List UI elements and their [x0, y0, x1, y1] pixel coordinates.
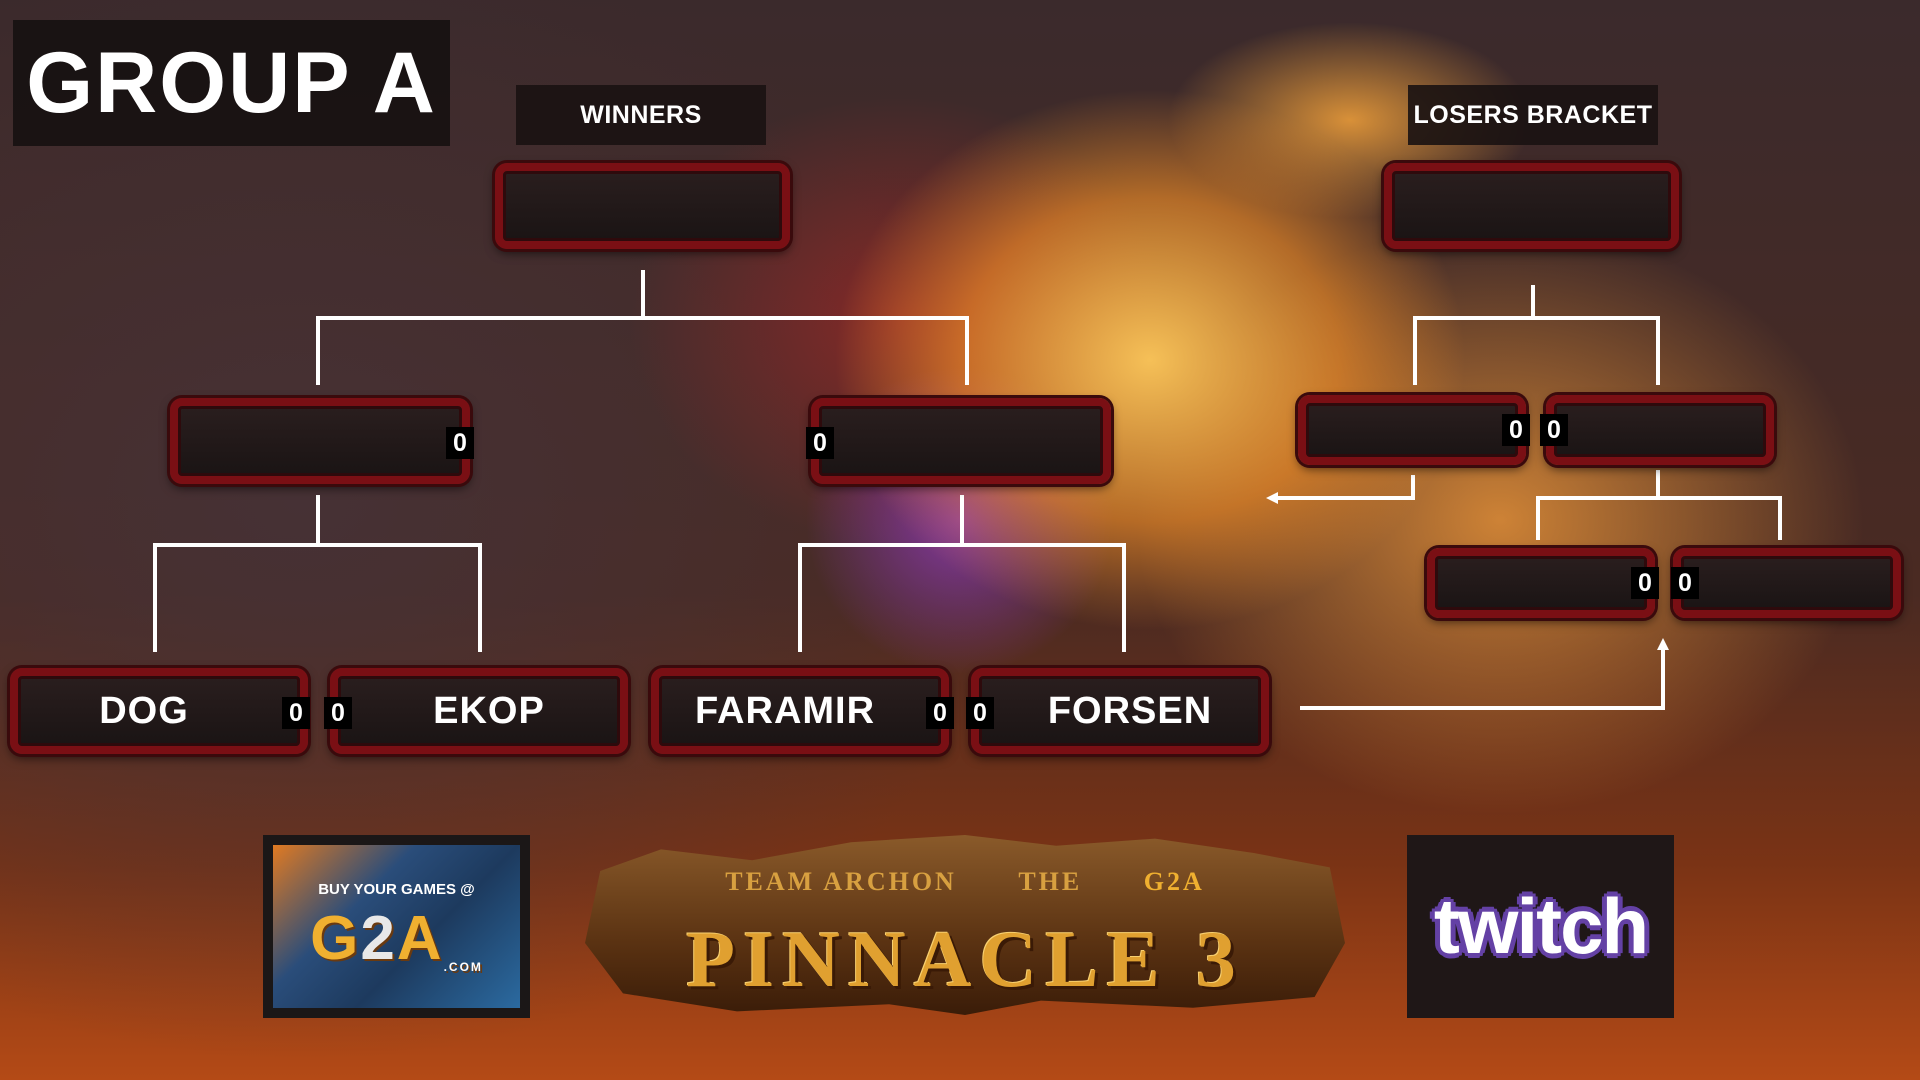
- losers-final-slot: [1384, 163, 1679, 249]
- losers-r1-slot-1: [1298, 395, 1526, 465]
- pinnacle-the: THE: [1018, 867, 1083, 896]
- losers-r2-slot-2: [1673, 548, 1901, 618]
- pinnacle-team-archon: TEAM ARCHON: [725, 867, 957, 896]
- g2a-tagline: BUY YOUR GAMES @: [318, 881, 475, 898]
- twitch-logo: twitch: [1433, 882, 1649, 970]
- winners-final-slot: [495, 163, 790, 249]
- round1-slot-ekop: EKOP: [330, 668, 628, 754]
- g2a-logo-g: G: [310, 904, 361, 973]
- pinnacle-g2a: G2A: [1143, 867, 1205, 896]
- pinnacle-event-logo: TEAM ARCHON THE G2A PINNACLE 3: [585, 785, 1345, 1050]
- g2a-logo-a: A: [396, 904, 444, 973]
- losers-r2-1-name: [1435, 556, 1647, 610]
- winners-semi-1-name: [178, 406, 462, 476]
- pinnacle-logo-backdrop: [585, 835, 1345, 1015]
- score-faramir: 0: [926, 697, 954, 729]
- losers-r1-1-name: [1306, 403, 1518, 457]
- g2a-logo: G2A.COM: [273, 903, 520, 974]
- losers-r1-1-score: 0: [1502, 414, 1530, 446]
- round1-slot-forsen: FORSEN: [971, 668, 1269, 754]
- score-forsen: 0: [966, 697, 994, 729]
- losers-r2-2-name: [1681, 556, 1893, 610]
- winners-semi-slot-1: [170, 398, 470, 484]
- score-dog: 0: [282, 697, 310, 729]
- player-name-dog: DOG: [99, 689, 189, 732]
- pinnacle-title: PINNACLE 3: [686, 916, 1244, 1004]
- winners-semi-2-score: 0: [806, 427, 834, 459]
- losers-r1-2-name: [1554, 403, 1766, 457]
- group-title: GROUP A: [13, 20, 450, 146]
- losers-r1-2-score: 0: [1540, 414, 1568, 446]
- player-name-forsen: FORSEN: [1047, 689, 1213, 732]
- winners-bracket-label: WINNERS BRACKET: [516, 85, 766, 189]
- round1-slot-dog: DOG: [10, 668, 308, 754]
- twitch-sponsor-banner[interactable]: twitch: [1407, 835, 1674, 1018]
- winners-semi-2-name: [819, 406, 1103, 476]
- pinnacle-logo-topline: TEAM ARCHON THE G2A: [585, 867, 1345, 897]
- losers-r2-2-score: 0: [1671, 567, 1699, 599]
- losers-r2-slot-1: [1427, 548, 1655, 618]
- g2a-banner-art: BUY YOUR GAMES @ G2A.COM: [273, 845, 520, 1008]
- player-name-ekop: EKOP: [433, 689, 545, 732]
- g2a-sponsor-banner[interactable]: BUY YOUR GAMES @ G2A.COM: [263, 835, 530, 1018]
- losers-r1-slot-2: [1546, 395, 1774, 465]
- losers-r2-1-score: 0: [1631, 567, 1659, 599]
- winners-semi-slot-2: [811, 398, 1111, 484]
- g2a-logo-2: 2: [360, 904, 397, 973]
- score-ekop: 0: [324, 697, 352, 729]
- round1-slot-faramir: FARAMIR: [651, 668, 949, 754]
- losers-bracket-label: LOSERS BRACKET: [1408, 85, 1658, 145]
- winners-semi-1-score: 0: [446, 427, 474, 459]
- g2a-logo-com: .COM: [443, 960, 483, 974]
- player-name-faramir: FARAMIR: [694, 689, 876, 732]
